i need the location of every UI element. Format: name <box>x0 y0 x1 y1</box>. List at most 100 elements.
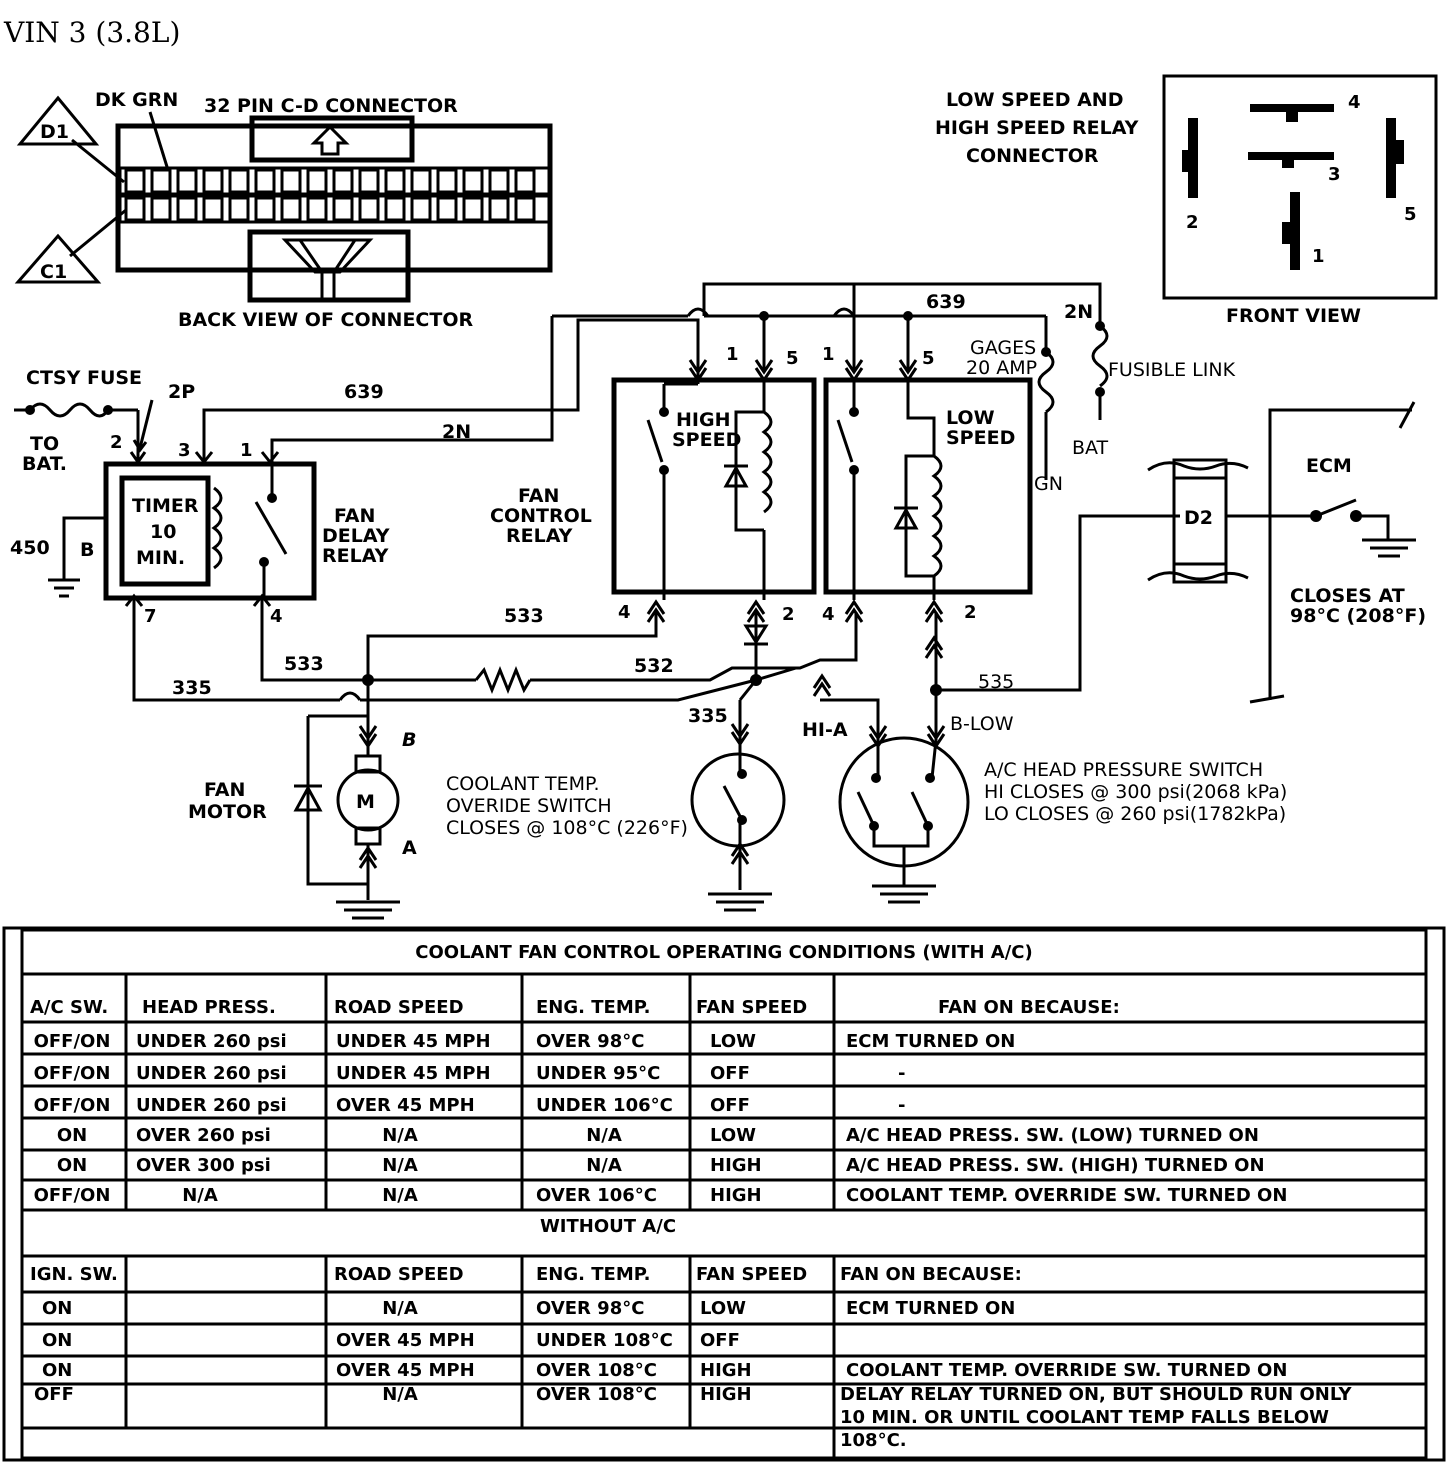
wire-533-bottom: 533 <box>284 653 324 675</box>
pin-d1-label: D1 <box>40 121 69 143</box>
low-relay-pin-4: 4 <box>822 604 835 625</box>
gages-label-2: 20 AMP <box>966 357 1037 379</box>
c1-triangle-icon <box>14 233 102 284</box>
connector-pin-cell <box>384 196 406 222</box>
low-speed-label-1: LOW <box>946 407 995 429</box>
relay-connector-title-1: LOW SPEED AND <box>946 89 1124 111</box>
table-cell: OVER 300 psi <box>136 1155 271 1176</box>
table-cell: OFF <box>700 1330 740 1351</box>
diagram-labels: CTSY FUSE TO BAT. 2P 639 2N 2 3 1 7 4 45… <box>10 291 1426 859</box>
wire-535: 535 <box>978 671 1014 693</box>
table-cell: OVER 106°C <box>536 1185 657 1206</box>
table-note-line: DELAY RELAY TURNED ON, BUT SHOULD RUN ON… <box>840 1384 1352 1405</box>
table-note-line: 10 MIN. OR UNTIL COOLANT TEMP FALLS BELO… <box>840 1407 1329 1428</box>
relay-pin-3: 3 <box>1328 164 1341 185</box>
high-speed-label-1: HIGH <box>676 409 730 431</box>
table-cell: HIGH <box>700 1384 752 1405</box>
connector-pin-cell <box>280 196 302 222</box>
table-cell: ON <box>42 1360 72 1381</box>
d1-triangle-icon <box>16 95 100 146</box>
fusible-link-icon <box>1091 324 1109 388</box>
wire-533-top: 533 <box>504 605 544 627</box>
fan-delay-relay-label-3: RELAY <box>322 545 389 567</box>
table-subtitle: WITHOUT A/C <box>540 1216 676 1237</box>
table-cell: UNDER 45 MPH <box>336 1031 491 1052</box>
table-cell: UNDER 260 psi <box>136 1063 287 1084</box>
table-cell: LOW <box>710 1125 756 1146</box>
table-cell: A/C HEAD PRESS. SW. (HIGH) TURNED ON <box>846 1155 1265 1176</box>
table-cell: OFF <box>34 1384 74 1405</box>
table-cell: - <box>898 1095 905 1116</box>
table-cell: OVER 98°C <box>536 1031 644 1052</box>
low-relay-pin-2: 2 <box>964 602 977 623</box>
connector-pin-cell <box>462 196 484 222</box>
fan-control-relay-label-3: RELAY <box>506 525 573 547</box>
timer-pin-7: 7 <box>144 606 157 627</box>
relay-pin-2: 2 <box>1186 212 1199 233</box>
diagram-title: VIN 3 (3.8L) <box>3 16 180 49</box>
table-cell: OVER 108°C <box>536 1360 657 1381</box>
connector-pin-cell <box>202 196 224 222</box>
connector-pin-cell <box>306 168 328 194</box>
fan-control-relay-label-1: FAN <box>518 485 559 507</box>
connector-pin-cell <box>358 168 380 194</box>
hi-a-label: HI-A <box>802 719 848 741</box>
connector-pin-cell <box>488 196 510 222</box>
wire-450: 450 <box>10 537 50 559</box>
d2-label: D2 <box>1184 507 1213 529</box>
table-cell: OVER 45 MPH <box>336 1360 475 1381</box>
connector-arrow-icon <box>310 124 350 156</box>
table-cell: UNDER 95°C <box>536 1063 660 1084</box>
table-cell: N/A <box>382 1125 418 1146</box>
high-relay-pin-2: 2 <box>782 604 795 625</box>
timer-label-3: MIN. <box>136 547 185 569</box>
table-cell: OFF/ON <box>34 1031 111 1052</box>
table-cell: LOW <box>710 1031 756 1052</box>
to-bat-label-2: BAT. <box>22 453 67 475</box>
connector-pin-cell <box>254 168 276 194</box>
table-cell: N/A <box>382 1298 418 1319</box>
table-note-line: 108°C. <box>840 1430 907 1451</box>
gages-fuse-icon <box>1037 350 1055 414</box>
table-cell: UNDER 260 psi <box>136 1031 287 1052</box>
table-cell: HIGH <box>710 1155 762 1176</box>
high-relay-pin-5: 5 <box>786 348 799 369</box>
operating-conditions-table: COOLANT FAN CONTROL OPERATING CONDITIONS… <box>2 926 1446 1462</box>
table-header-cell: FAN ON BECAUSE: <box>840 1264 1022 1285</box>
connector-pin-cell <box>462 168 484 194</box>
connector-pin-cell <box>306 196 328 222</box>
connector-pin-cell <box>202 168 224 194</box>
table-cell: ON <box>57 1125 87 1146</box>
resistor-icon <box>474 665 532 695</box>
connector-pin-cell <box>124 168 146 194</box>
motor-diode-icon <box>293 784 323 812</box>
table-cell: UNDER 108°C <box>536 1330 673 1351</box>
bat-label: BAT <box>1072 437 1109 459</box>
fusible-link-label: FUSIBLE LINK <box>1108 359 1236 381</box>
low-relay-pin-1: 1 <box>822 344 835 365</box>
connector-pin-cell <box>436 168 458 194</box>
relay-connector-view-label: FRONT VIEW <box>1226 305 1361 327</box>
table-cell: OVER 45 MPH <box>336 1330 475 1351</box>
table-cell: OFF/ON <box>34 1185 111 1206</box>
fan-control-relay-label-2: CONTROL <box>490 505 592 527</box>
wire-2p: 2P <box>168 381 195 403</box>
table-cell: OVER 260 psi <box>136 1125 271 1146</box>
table-header-cell: ROAD SPEED <box>334 1264 464 1285</box>
table-cell: OFF/ON <box>34 1095 111 1116</box>
table-header-cell: FAN SPEED <box>696 997 807 1018</box>
pin-c1-label: C1 <box>40 261 67 283</box>
table-header-cell: ENG. TEMP. <box>536 997 650 1018</box>
connector-pin-cell <box>176 168 198 194</box>
table-header-cell: ENG. TEMP. <box>536 1264 650 1285</box>
motor-terminal-b: B <box>402 729 416 751</box>
closes-at-label-1: CLOSES AT <box>1290 585 1405 607</box>
b-low-label: B-LOW <box>950 713 1014 735</box>
ac-switch-label-1: A/C HEAD PRESSURE SWITCH <box>984 759 1263 781</box>
connector-pin-cell <box>228 196 250 222</box>
connector-pin-cell <box>410 168 432 194</box>
coolant-switch-label-2: OVERIDE SWITCH <box>446 795 612 817</box>
wires <box>14 282 1416 920</box>
c-d-connector: DK GRN 32 PIN C-D CONNECTOR BACK VIEW OF… <box>14 89 553 331</box>
